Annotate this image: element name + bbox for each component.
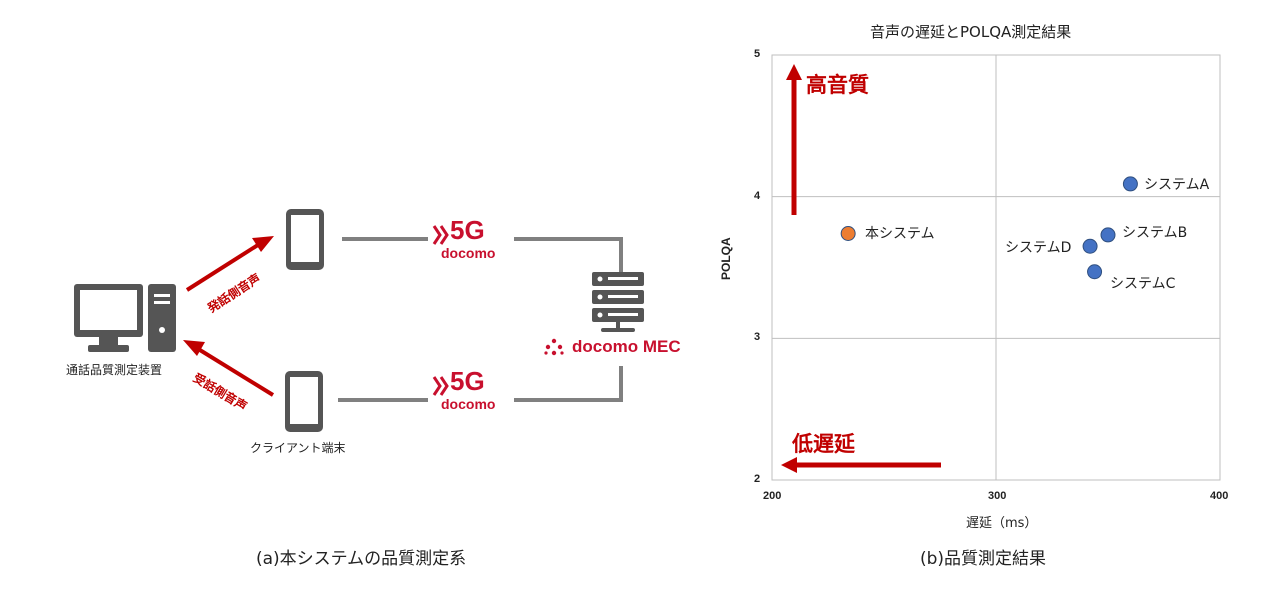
server-icon (592, 272, 644, 332)
x-tick-200: 200 (763, 490, 782, 502)
left-caption: (a)本システムの品質測定系 (256, 549, 467, 569)
5g-logo-text-top: 5G (450, 215, 485, 245)
diagram-graphics (74, 209, 644, 432)
chart-grid (771, 54, 1221, 481)
5g-chevron-icon-top (432, 225, 449, 245)
point-label-本システム: 本システム (865, 226, 935, 242)
point-label-system-a: システムA (1144, 177, 1210, 193)
device-label: 通話品質測定装置 (66, 363, 163, 377)
client-label: クライアント端末 (250, 441, 346, 455)
point-label-system-c: システムC (1110, 276, 1176, 292)
y-tick-4: 4 (754, 190, 761, 202)
docomo-mec-logo-icon (544, 338, 564, 356)
data-point-2 (1100, 227, 1116, 243)
y-tick-5: 5 (754, 48, 761, 60)
docomo-brand-bottom: docomo (441, 396, 496, 412)
high-quality-arrow-icon (786, 64, 802, 215)
y-tick-3: 3 (754, 331, 761, 343)
data-point-0 (840, 226, 856, 241)
connection-lines (338, 237, 623, 402)
line-5g-top-to-mec (514, 237, 623, 272)
y-axis-label: POLQA (719, 237, 733, 280)
low-latency-label: 低遅延 (792, 432, 855, 456)
line-5g-bottom-to-mec (514, 366, 623, 402)
point-label-system-b: システムB (1122, 225, 1188, 241)
send-arrow-icon (185, 236, 274, 292)
x-tick-300: 300 (988, 490, 1007, 502)
chart-points (840, 176, 1138, 280)
data-point-3 (1087, 264, 1103, 280)
data-point-1 (1122, 176, 1138, 192)
low-latency-arrow-icon (781, 457, 941, 473)
point-label-system-d: システムD (1005, 240, 1072, 256)
high-quality-label: 高音質 (806, 73, 869, 97)
5g-logo-text-bottom: 5G (450, 366, 485, 396)
smartphone-icon-bottom (285, 371, 323, 432)
smartphone-icon-top (286, 209, 324, 270)
docomo-brand-top: docomo (441, 245, 496, 261)
y-tick-2: 2 (754, 473, 761, 485)
5g-chevron-icon-bottom (432, 376, 449, 396)
chart-title: 音声の遅延とPOLQA測定結果 (870, 23, 1072, 41)
x-axis-label: 遅延（ms） (966, 516, 1038, 531)
data-point-4 (1082, 238, 1098, 254)
receive-arrow-icon (183, 340, 275, 397)
right-caption: (b)品質測定結果 (920, 549, 1047, 569)
mec-label: docomo MEC (572, 337, 681, 356)
x-tick-400: 400 (1210, 490, 1229, 502)
desktop-computer-icon (74, 284, 176, 352)
